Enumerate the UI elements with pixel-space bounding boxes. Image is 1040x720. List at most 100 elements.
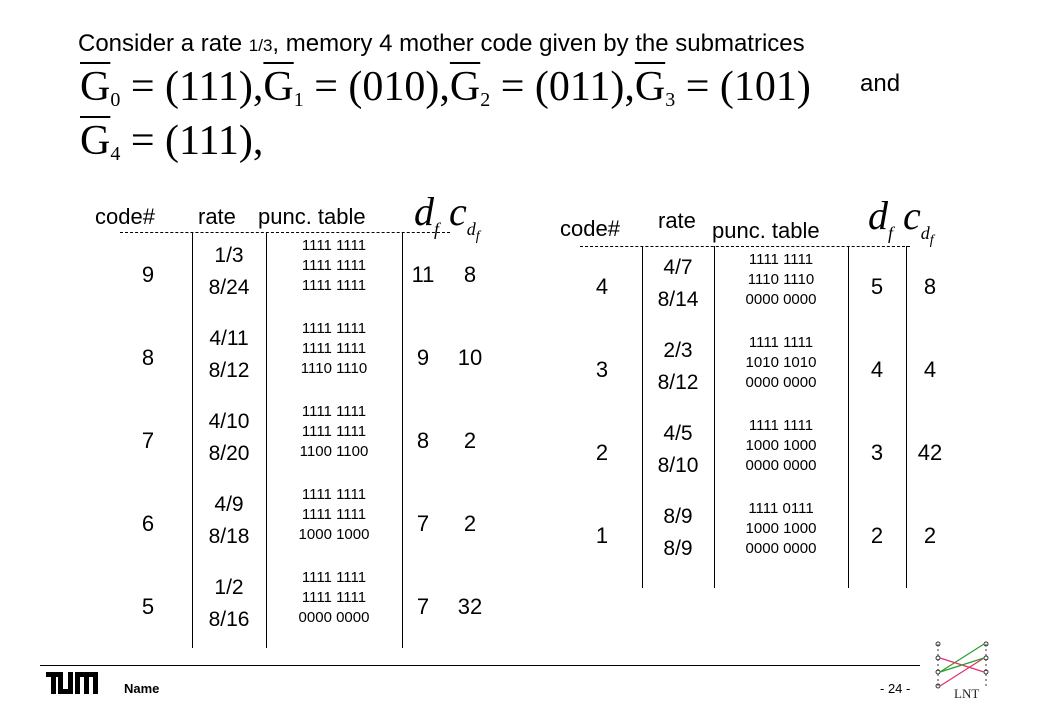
rate-value: 4/7 [663, 256, 693, 279]
lnt-logo: LNT [928, 636, 998, 705]
code-number: 1 [574, 523, 630, 549]
right-header-rule [580, 246, 910, 247]
code-number: 8 [120, 345, 176, 371]
punc-row-1: 1111 1111 [748, 334, 814, 351]
rate-alt-value: 8/14 [657, 288, 699, 311]
left-header-dfc: df cdf [414, 189, 480, 244]
punc-row-1: 1111 1111 [748, 417, 814, 434]
punc-row-1: 1111 1111 [301, 320, 367, 337]
left-header-rule [120, 232, 450, 233]
footer-rule [40, 665, 920, 666]
multiplicity: 8 [904, 274, 956, 300]
cdf-value: 8 [463, 262, 477, 287]
punc-row-1: 1111 1111 [748, 251, 814, 268]
punc-row-1: 1111 1111 [301, 486, 367, 503]
code-value: 1 [595, 523, 609, 548]
punc-row-2: 1111 1111 [301, 340, 367, 357]
multiplicity: 42 [904, 440, 956, 466]
rate-alt-value: 8/16 [208, 608, 250, 631]
cdf-value: 2 [923, 523, 937, 548]
punc-row-2: 1000 1000 [745, 520, 817, 537]
multiplicity: 4 [904, 357, 956, 383]
left-header-rate: rate [198, 204, 236, 229]
punc-row-1: 1111 1111 [301, 237, 367, 254]
punc-row-2: 1111 1111 [301, 589, 367, 606]
equation-line-1: G0 = (111),G1 = (010),G2 = (011),G3 = (1… [80, 64, 811, 111]
punc-row-3: 0000 0000 [745, 374, 817, 391]
df-value: 8 [416, 428, 430, 453]
rate-cell: 4/10 8/20 [192, 406, 266, 470]
df-value: 11 [411, 262, 435, 287]
multiplicity: 32 [442, 594, 498, 620]
right-divider-3 [848, 246, 849, 588]
cdf-value: 8 [923, 274, 937, 299]
code-value: 2 [595, 440, 609, 465]
tum-logo-icon [46, 672, 98, 694]
and-text: and [860, 70, 901, 97]
punc-row-2: 1000 1000 [745, 437, 817, 454]
rate-alt-value: 8/12 [208, 359, 250, 382]
free-distance: 3 [848, 440, 906, 466]
punc-row-2: 1010 1010 [745, 354, 817, 371]
slide-title: Consider a rate 1/3, memory 4 mother cod… [78, 30, 805, 57]
free-distance: 7 [402, 511, 444, 537]
multiplicity: 2 [904, 523, 956, 549]
rate-alt-value: 8/10 [657, 454, 699, 477]
right-header-dfc: df cdf [868, 193, 934, 248]
code-value: 7 [141, 428, 155, 453]
tum-logo [46, 672, 98, 701]
code-value: 4 [595, 274, 609, 299]
free-distance: 8 [402, 428, 444, 454]
code-value: 8 [141, 345, 155, 370]
right-header-punc: punc. table [712, 218, 820, 243]
right-header-rate: rate [658, 208, 696, 233]
right-divider-4 [906, 246, 907, 588]
punc-row-2: 1110 1110 [747, 271, 815, 288]
rate-value: 4/10 [208, 410, 250, 433]
code-number: 7 [120, 428, 176, 454]
free-distance: 4 [848, 357, 906, 383]
lnt-network-icon: LNT [935, 641, 989, 701]
df-value: 4 [870, 357, 884, 382]
right-header-code: code# [560, 216, 620, 241]
cdf-value: 2 [463, 428, 477, 453]
right-divider-1 [642, 246, 643, 588]
right-divider-2 [714, 246, 715, 588]
rate-cell: 4/11 8/12 [192, 323, 266, 387]
punc-row-3: 0000 0000 [745, 540, 817, 557]
multiplicity: 2 [442, 428, 498, 454]
cdf-value: 32 [457, 594, 483, 619]
code-number: 5 [120, 594, 176, 620]
punc-row-3: 1111 1111 [301, 277, 367, 294]
code-value: 6 [141, 511, 155, 536]
svg-text:LNT: LNT [954, 686, 979, 700]
code-number: 3 [574, 357, 630, 383]
free-distance: 2 [848, 523, 906, 549]
free-distance: 11 [402, 262, 444, 288]
punc-row-1: 1111 1111 [301, 569, 367, 586]
punc-row-3: 1110 1110 [300, 360, 368, 377]
rate-alt-value: 8/20 [208, 442, 250, 465]
rate-cell: 1/3 8/24 [192, 240, 266, 304]
df-value: 5 [870, 274, 884, 299]
left-header-punc: punc. table [258, 204, 366, 229]
rate-value: 4/11 [209, 327, 249, 350]
rate-cell: 4/7 8/14 [642, 252, 714, 316]
code-value: 5 [141, 594, 155, 619]
rate-alt-value: 8/18 [208, 525, 250, 548]
equation-line-2: G4 = (111), [80, 118, 264, 165]
rate-alt-value: 8/9 [663, 537, 693, 560]
rate-alt-value: 8/12 [657, 371, 699, 394]
puncture-table: 1111 1111 1010 1010 0000 0000 [714, 333, 848, 393]
free-distance: 7 [402, 594, 444, 620]
rate-alt-value: 8/24 [208, 276, 250, 299]
rate-value: 1/3 [214, 244, 244, 267]
left-divider-3 [402, 232, 403, 648]
punc-row-1: 1111 1111 [301, 403, 367, 420]
